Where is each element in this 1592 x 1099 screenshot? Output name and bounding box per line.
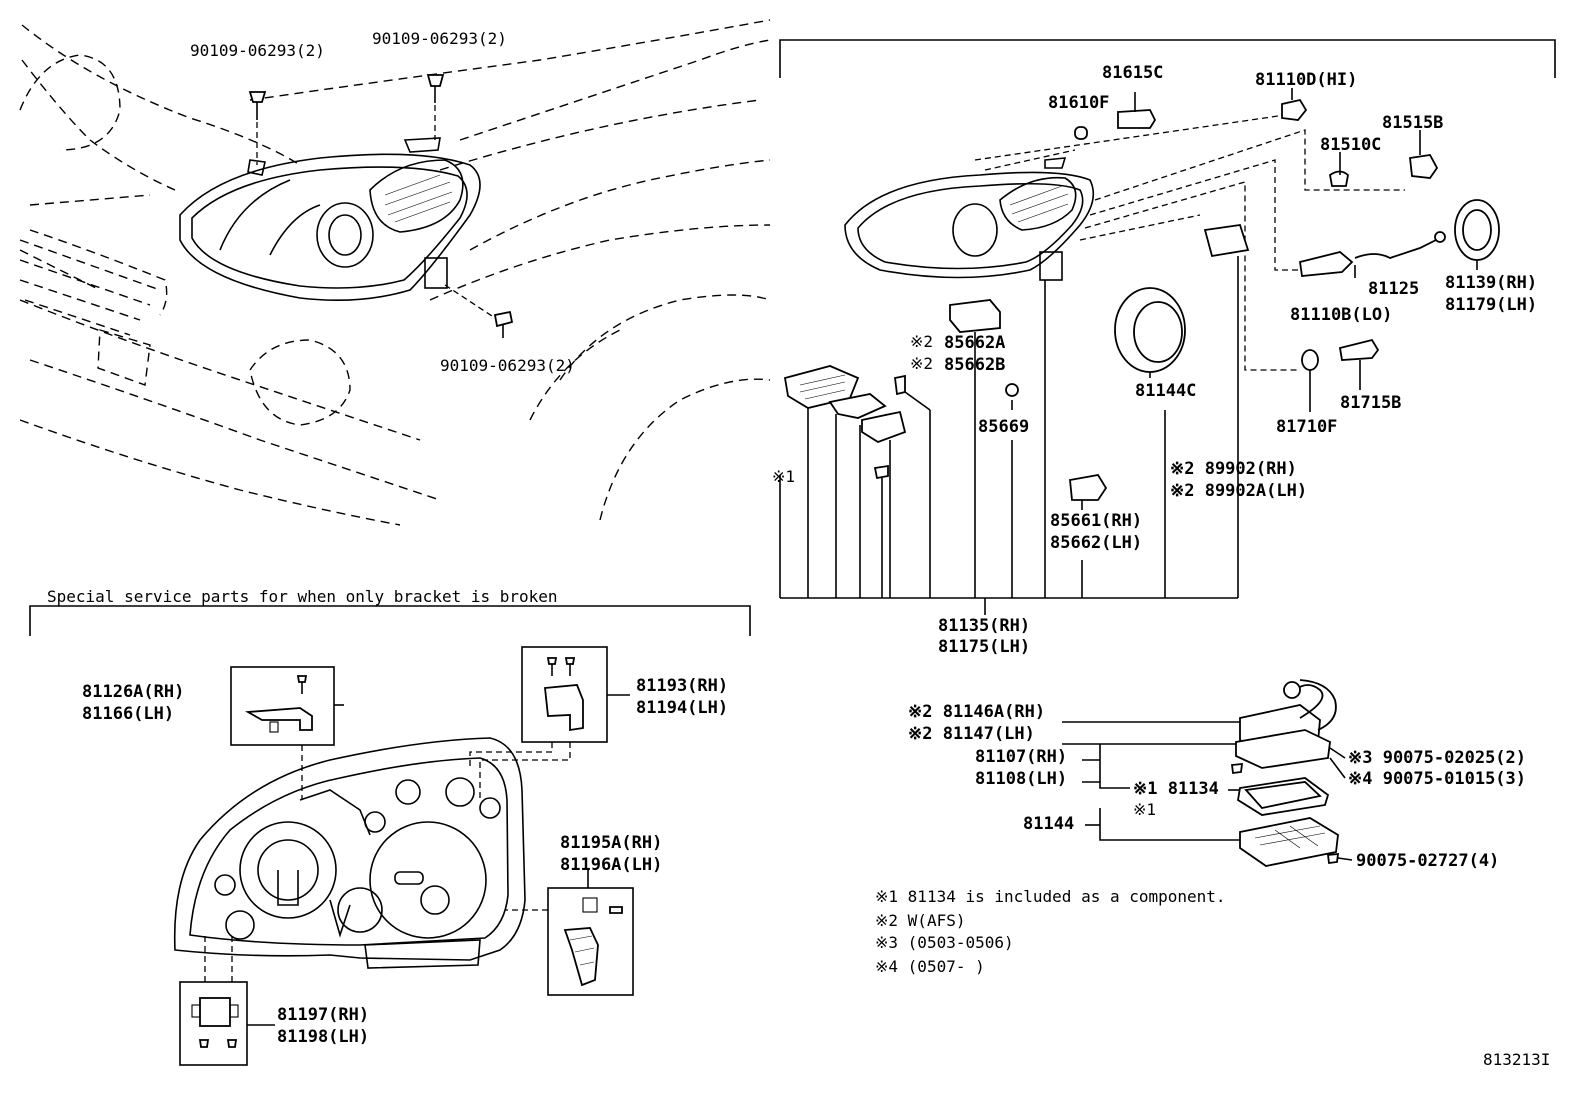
note-3: ※3 (0503-0506) [875,933,1014,952]
part-81110D: 81110D(HI) [1255,70,1357,90]
part-81107: 81107(RH) [975,747,1067,767]
part-81166: 81166(LH) [82,704,174,724]
part-81198: 81198(LH) [277,1027,369,1047]
part-85661: 85661(RH) [1050,511,1142,531]
part-81144: 81144 [1023,814,1074,834]
figure-id: 813213I [1483,1050,1550,1069]
part-81125: 81125 [1368,279,1419,299]
part-81197: 81197(RH) [277,1005,369,1025]
bolt-label-top-left: 90109-06293(2) [190,41,325,60]
part-81510C: 81510C [1320,135,1381,155]
screw-90075-02727: 90075-02727(4) [1356,851,1499,871]
part-81110B: 81110B(LO) [1290,305,1392,325]
part-81193: 81193(RH) [636,676,728,696]
part-85662: 85662(LH) [1050,533,1142,553]
part-85662B: 85662B [944,355,1005,375]
vehicle-front-view [19,19,771,526]
bolt-label-lower: 90109-06293(2) [440,356,575,375]
note-mark-81144: ※1 [1133,800,1156,819]
part-81196A: 81196A(LH) [560,855,662,875]
afs-computer-view [1062,679,1353,867]
note-2: ※2 W(AFS) [875,911,965,930]
part-81135: 81135(RH) [938,616,1030,636]
part-89902: ※2 89902(RH) [1170,459,1297,479]
screw-90075-02025: ※3 90075-02025(2) [1348,748,1526,768]
part-81194: 81194(LH) [636,698,728,718]
part-85662A: 85662A [944,333,1005,353]
part-81710F: 81710F [1276,417,1337,437]
part-81139: 81139(RH) [1445,273,1537,293]
bolt-label-top-right: 90109-06293(2) [372,29,507,48]
part-81146A: ※2 81146A(RH) [908,702,1045,722]
note-mark-x1: ※1 [772,467,795,486]
part-81715B: 81715B [1340,393,1401,413]
part-81147: ※2 81147(LH) [908,724,1035,744]
note-mark-85662B: ※2 [910,354,933,373]
headlamp-exploded-view [779,39,1556,615]
screw-90075-01015: ※4 90075-01015(3) [1348,769,1526,789]
part-81108: 81108(LH) [975,769,1067,789]
part-81195A: 81195A(RH) [560,833,662,853]
part-81175: 81175(LH) [938,637,1030,657]
part-81615C: 81615C [1102,63,1163,83]
special-service-section [29,605,751,1066]
part-81126A: 81126A(RH) [82,682,184,702]
part-81144C: 81144C [1135,381,1196,401]
part-81134: ※1 81134 [1133,779,1219,799]
note-1: ※1 81134 is included as a component. [875,887,1226,906]
note-mark-85662A: ※2 [910,332,933,351]
part-85669: 85669 [978,417,1029,437]
part-81515B: 81515B [1382,113,1443,133]
part-89902A: ※2 89902A(LH) [1170,481,1307,501]
part-81179: 81179(LH) [1445,295,1537,315]
special-service-heading: Special service parts for when only brac… [47,587,558,606]
part-81610F: 81610F [1048,93,1109,113]
note-4: ※4 (0507- ) [875,957,985,976]
